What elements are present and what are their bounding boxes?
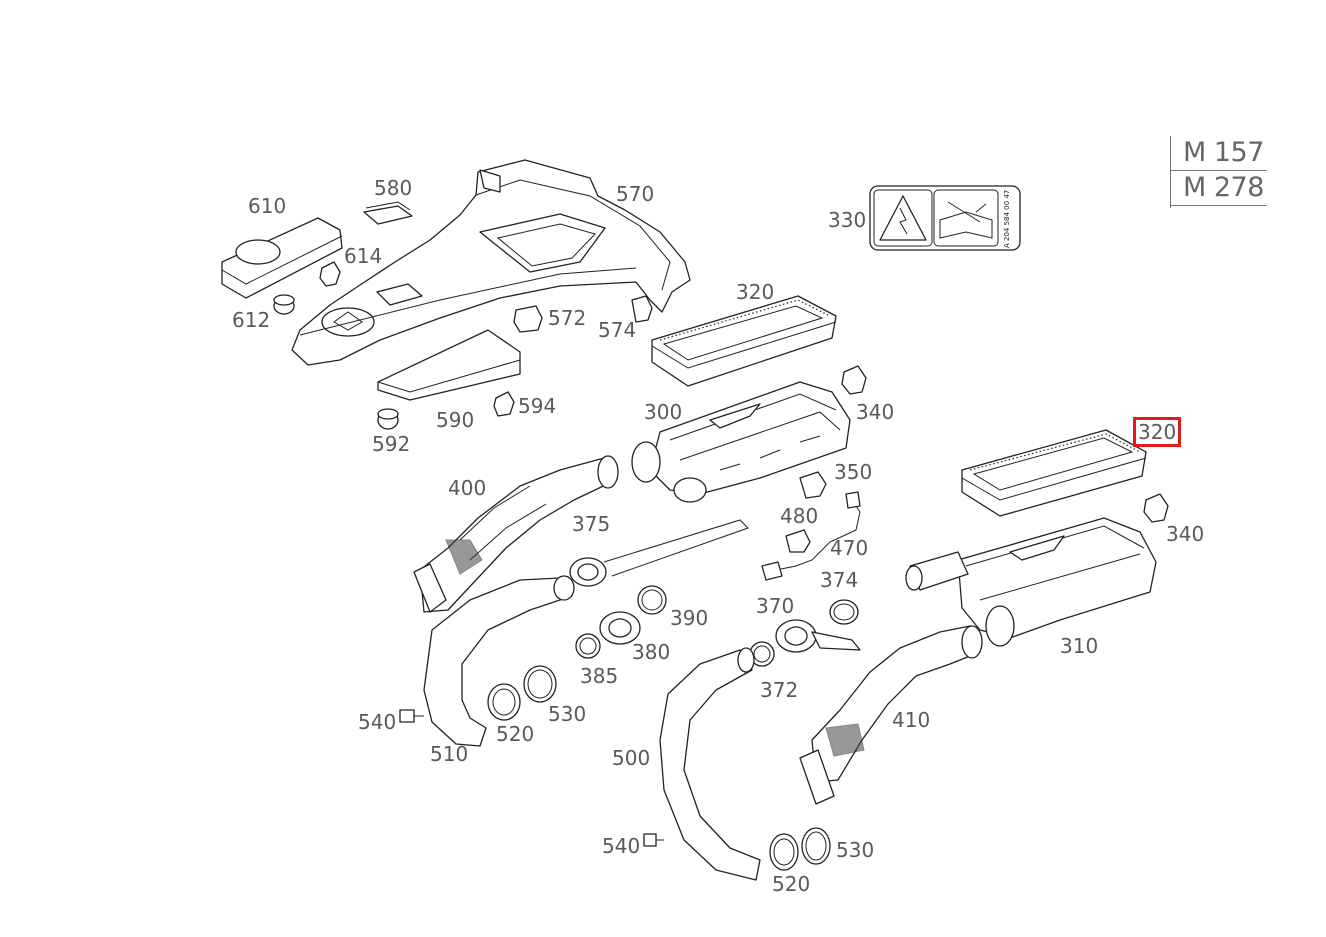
engine-code-m278: M 278: [1171, 171, 1267, 206]
callout-330[interactable]: 330: [828, 208, 867, 232]
callout-350[interactable]: 350: [834, 460, 873, 484]
engine-code-m157: M 157: [1171, 136, 1267, 171]
screw-540-right[interactable]: [643, 833, 664, 847]
callout-530-right[interactable]: 530: [836, 838, 875, 862]
grommet-592[interactable]: [377, 408, 399, 430]
wiring-harness-470[interactable]: [761, 491, 861, 581]
callout-374[interactable]: 374: [820, 568, 859, 592]
sensor-340-right[interactable]: [1143, 493, 1169, 523]
callout-614[interactable]: 614: [344, 244, 383, 268]
callout-574[interactable]: 574: [598, 318, 637, 342]
callout-410[interactable]: 410: [892, 708, 931, 732]
callout-530-left[interactable]: 530: [548, 702, 587, 726]
air-filter-element-320-upper[interactable]: [651, 295, 837, 387]
callout-375[interactable]: 375: [572, 512, 611, 536]
clamp-530-right[interactable]: [801, 827, 831, 865]
callout-300[interactable]: 300: [644, 400, 683, 424]
callout-540-left[interactable]: 540: [358, 710, 397, 734]
sensor-340-upper[interactable]: [841, 365, 867, 395]
engine-cover-570[interactable]: [291, 159, 691, 366]
engine-code-table: M 157 M 278: [1170, 136, 1267, 208]
pipe-510[interactable]: [423, 575, 575, 747]
callout-400[interactable]: 400: [448, 476, 487, 500]
callout-340-upper[interactable]: 340: [856, 400, 895, 424]
cap-610[interactable]: [221, 217, 343, 299]
clip-480[interactable]: [785, 529, 811, 553]
clamp-390[interactable]: [637, 585, 667, 615]
intake-duct-410[interactable]: [799, 625, 983, 805]
pad-580[interactable]: [363, 201, 413, 225]
air-filter-element-320-lower[interactable]: [961, 429, 1147, 517]
intake-duct-400[interactable]: [413, 455, 619, 613]
callout-594[interactable]: 594: [518, 394, 557, 418]
warning-label-330[interactable]: [869, 185, 1021, 251]
clip-574[interactable]: [631, 295, 653, 323]
callout-510[interactable]: 510: [430, 742, 469, 766]
cover-plate-590[interactable]: [377, 329, 521, 401]
warning-label-part-number: A 204 584 00 47: [1003, 189, 1011, 248]
callout-520-right[interactable]: 520: [772, 872, 811, 896]
screw-540-left[interactable]: [399, 709, 424, 723]
callout-310[interactable]: 310: [1060, 634, 1099, 658]
callout-570[interactable]: 570: [616, 182, 655, 206]
callout-340-right[interactable]: 340: [1166, 522, 1205, 546]
callout-385[interactable]: 385: [580, 664, 619, 688]
callout-580[interactable]: 580: [374, 176, 413, 200]
callout-372[interactable]: 372: [760, 678, 799, 702]
clamp-385[interactable]: [575, 633, 601, 659]
clamp-530-left[interactable]: [523, 665, 557, 703]
callout-370[interactable]: 370: [756, 594, 795, 618]
air-filter-housing-310[interactable]: [905, 517, 1157, 647]
callout-470[interactable]: 470: [830, 536, 869, 560]
callout-612[interactable]: 612: [232, 308, 271, 332]
callout-320-upper[interactable]: 320: [736, 280, 775, 304]
air-filter-housing-300[interactable]: [631, 381, 851, 503]
clamp-520-right[interactable]: [769, 833, 799, 871]
clamp-374[interactable]: [829, 599, 859, 625]
callout-500[interactable]: 500: [612, 746, 651, 770]
air-mass-sensor-370[interactable]: [775, 619, 861, 653]
clamp-372[interactable]: [749, 641, 775, 667]
clip-594[interactable]: [493, 391, 515, 417]
callout-540-right[interactable]: 540: [602, 834, 641, 858]
callout-380[interactable]: 380: [632, 640, 671, 664]
callout-572[interactable]: 572: [548, 306, 587, 330]
air-mass-sensor-380[interactable]: [599, 611, 641, 645]
callout-590[interactable]: 590: [436, 408, 475, 432]
callout-390[interactable]: 390: [670, 606, 709, 630]
callout-480[interactable]: 480: [780, 504, 819, 528]
pipe-500[interactable]: [659, 647, 761, 881]
clamp-520-left[interactable]: [487, 683, 521, 721]
callout-320-highlighted[interactable]: 320: [1132, 417, 1182, 447]
air-mass-sensor-375[interactable]: [569, 519, 749, 587]
callout-592[interactable]: 592: [372, 432, 411, 456]
clip-350[interactable]: [799, 471, 827, 499]
clip-614[interactable]: [319, 261, 341, 287]
callout-610[interactable]: 610: [248, 194, 287, 218]
grommet-612[interactable]: [273, 294, 295, 315]
clip-572[interactable]: [513, 305, 543, 333]
callout-520-left[interactable]: 520: [496, 722, 535, 746]
